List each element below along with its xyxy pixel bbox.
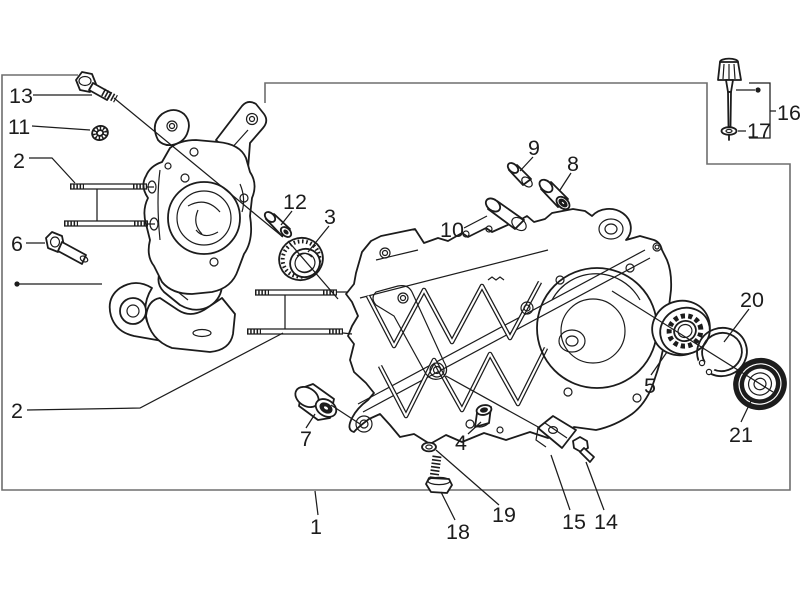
callout-14: 14 (594, 510, 618, 534)
callout-2-upper: 2 (13, 149, 25, 173)
part-5-ball-bearing (651, 299, 711, 357)
diagram-frame (1, 74, 791, 491)
part-14-screw (572, 436, 595, 463)
callout-16: 16 (777, 101, 800, 125)
part-8-bush (538, 178, 571, 211)
callout-21: 21 (729, 423, 753, 447)
callout-1: 1 (310, 515, 322, 539)
leader-lines (14, 82, 776, 521)
left-crankcase-half (108, 101, 268, 353)
callout-labels: 13 11 2 6 2 12 3 9 8 10 16 17 20 5 21 7 … (8, 84, 800, 544)
callout-13: 13 (9, 84, 33, 108)
callout-17: 17 (747, 119, 771, 143)
part-2-studs-lower (247, 289, 353, 335)
part-18-screw (425, 455, 453, 494)
callout-9: 9 (528, 136, 540, 160)
part-12-spacer (263, 211, 293, 238)
part-16-dipstick (717, 57, 742, 141)
part-19-washer (421, 441, 437, 453)
part-13-hex-bolt (75, 71, 118, 103)
callout-18: 18 (446, 520, 470, 544)
part-11-seal-ring (91, 124, 109, 142)
right-crankcase-half (345, 207, 673, 445)
part-6-bolt (45, 231, 89, 265)
callout-7: 7 (300, 427, 312, 451)
callout-12: 12 (283, 190, 307, 214)
part-10-pin (484, 197, 527, 232)
callout-6: 6 (11, 232, 23, 256)
callout-8: 8 (567, 152, 579, 176)
part-15-bracket (535, 415, 577, 449)
callout-5: 5 (644, 374, 656, 398)
part-4-bush (474, 404, 493, 428)
callout-4: 4 (455, 431, 467, 455)
part-9-dowel (506, 162, 533, 188)
callout-20: 20 (740, 288, 764, 312)
callout-15: 15 (562, 510, 586, 534)
callout-3: 3 (324, 205, 336, 229)
callout-2-lower: 2 (11, 399, 23, 423)
callout-10: 10 (440, 218, 464, 242)
part-2-studs-upper (64, 183, 155, 227)
part-7-bush (294, 383, 338, 421)
callout-19: 19 (492, 503, 516, 527)
callout-11: 11 (8, 115, 30, 139)
part-20-circlip (691, 326, 748, 382)
